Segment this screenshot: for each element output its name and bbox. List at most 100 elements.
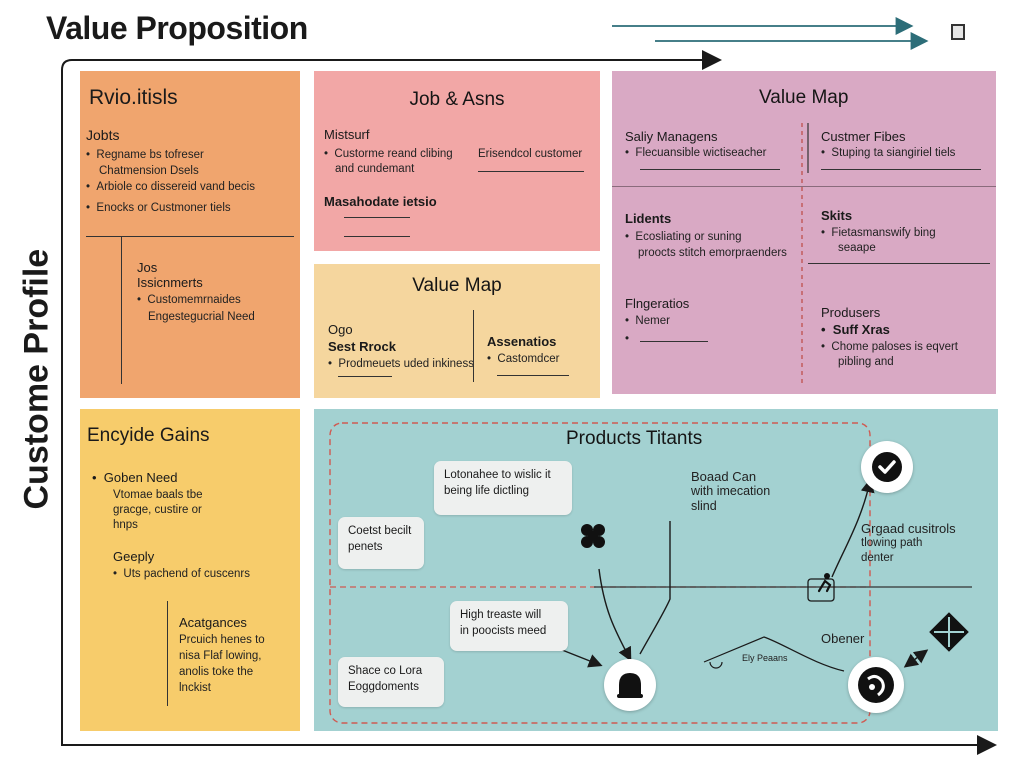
divider [612,186,996,187]
yellow-panel-title: Encyide Gains [87,425,210,446]
mauve-sec2-right-item: • Fietasmanswify bing [821,227,936,239]
teal-label: Obener [821,631,865,646]
peach-left-heading: Ogo [328,322,353,337]
jobs-heading: Jobts [86,127,120,143]
divider [344,217,410,218]
mauve-col2-heading: Custmer Fibes [821,129,906,144]
pink-heading-2: Masahodate ietsio [324,194,437,209]
peach-right-item: • Castomdcer [487,353,560,365]
mauve-sec2-right-item: seaape [838,242,876,254]
figure-icon [816,571,834,593]
teal-panel-title: Products Titants [566,428,703,449]
block-heading: Issicnmerts [137,275,203,290]
mauve-sec2-left-item: • Ecosliating or suning [625,231,742,243]
corner-logo-icon [951,24,965,40]
yellow-heading-1: • Goben Need [92,470,178,485]
mauve-dashed-divider [801,123,809,383]
pink-panel-title: Job & Asns [409,89,505,110]
check-icon [861,441,913,493]
pink-item: and cundemant [335,163,415,175]
bell-icon [604,659,656,711]
block-item: Engestegucrial Need [148,311,255,323]
teal-connectors [329,422,972,724]
mauve-sec3-right-sub: • Suff Xras [821,322,890,337]
note-line: penets [348,541,383,553]
yellow-desc: gracge, custire or [113,504,202,516]
pink-panel: Job & Asns Mistsurf • Custorme reand cli… [314,71,600,251]
mauve-sec2-left-item: proocts stitch emorpraenders [638,247,787,259]
divider [640,341,708,342]
orange-panel-title: Rvio.itisls [89,86,178,109]
note-card: Lotonahee to wislic it being life dictli… [434,461,572,515]
teal-label: Boaad Can with imecation slind [691,469,771,513]
orange-panel: Rvio.itisls Jobts • Regname bs tofreser … [80,71,300,398]
mauve-col2-item: • Stuping ta siangiriel tiels [821,147,956,159]
divider [167,601,168,706]
note-line: High treaste will [460,609,542,621]
note-line: Eoggdoments [348,681,419,693]
yellow-desc: Vtomae baals tbe [113,489,203,501]
note-line: Shace co Lora [348,665,423,677]
divider [640,169,780,170]
divider [86,236,294,237]
mauve-sec3-right-item: pibling and [838,356,894,368]
divider [344,236,410,237]
block-heading: Jos [137,260,158,275]
jobs-item: • Arbiole co dissereid vand becis [86,181,255,193]
yellow-desc: anolis toke the [179,666,254,678]
yellow-panel: Encyide Gains • Goben Need Vtomae baals … [80,409,300,731]
customer-profile-label: Custome Profile [17,248,56,510]
note-line: being life dictling [444,485,530,497]
mauve-col1-item: • Flecuansible wictiseacher [625,147,767,159]
face-icon [848,657,904,713]
mauve-sec2-right-heading: Skits [821,208,853,223]
diamond-icon [926,609,972,655]
yellow-item: • Uts pachend of cuscenrs [113,568,250,580]
note-line: Coetst becilt [348,525,412,537]
pink-item: Erisendcol customer [478,148,583,160]
page-title: Value Proposition [46,10,308,46]
mauve-sec3-left-heading: Flngeratios [625,296,690,311]
divider [821,169,981,170]
pink-heading: Mistsurf [324,127,370,142]
cross-shape-icon [578,521,608,551]
divider [478,171,584,172]
divider [808,263,990,264]
mauve-sec3-left-item: • Nemer [625,315,670,327]
divider [473,310,474,382]
mauve-panel: Value Map Saliy Managens • Flecuansible … [612,71,996,394]
mauve-sec3-left-bullet: • [625,333,630,345]
mauve-panel-title: Value Map [759,87,849,108]
mauve-sec3-right-heading: Produsers [821,305,881,320]
jobs-item: • Enocks or Custmoner tiels [86,202,231,214]
teal-panel: Products Titants Lotonahee to wislic it … [314,409,998,731]
jobs-item: • Regname bs tofreser [86,149,204,161]
yellow-desc: lnckist [179,682,211,694]
note-card: High treaste will in poocists meed [450,601,568,651]
peach-left-item: • Prodmeuets uded inkiness [328,358,474,370]
mauve-sec2-left-heading: Lidents [625,211,672,226]
mauve-sec3-right-item: • Chome paloses is eqvert [821,341,958,353]
peach-right-heading: Assenatios [487,334,557,349]
yellow-desc: Prcuich henes to [179,634,265,646]
yellow-heading-3: Acatgances [179,615,247,630]
note-card: Shace co Lora Eoggdoments [338,657,444,707]
note-card: Coetst becilt penets [338,517,424,569]
yellow-desc: hnps [113,519,138,531]
peach-left-heading: Sest Rrock [328,339,396,354]
block-item: • Customemrnaides [137,294,241,306]
mauve-col1-heading: Saliy Managens [625,129,718,144]
yellow-heading-2: Geeply [113,549,155,564]
yellow-desc: nisa Flaf lowing, [179,650,262,662]
divider [497,375,569,376]
peach-panel-title: Value Map [412,275,502,296]
teal-label: Ely Peaans [742,653,788,663]
peach-panel: Value Map Ogo Sest Rrock • Prodmeuets ud… [314,264,600,398]
jobs-item: Chatmension Dsels [99,165,199,177]
note-line: in poocists meed [460,625,547,637]
note-line: Lotonahee to wislic it [444,469,551,481]
divider [121,236,122,384]
divider [338,376,392,377]
teal-label: Grgaad cusitrols tlowing path denter [861,521,956,564]
